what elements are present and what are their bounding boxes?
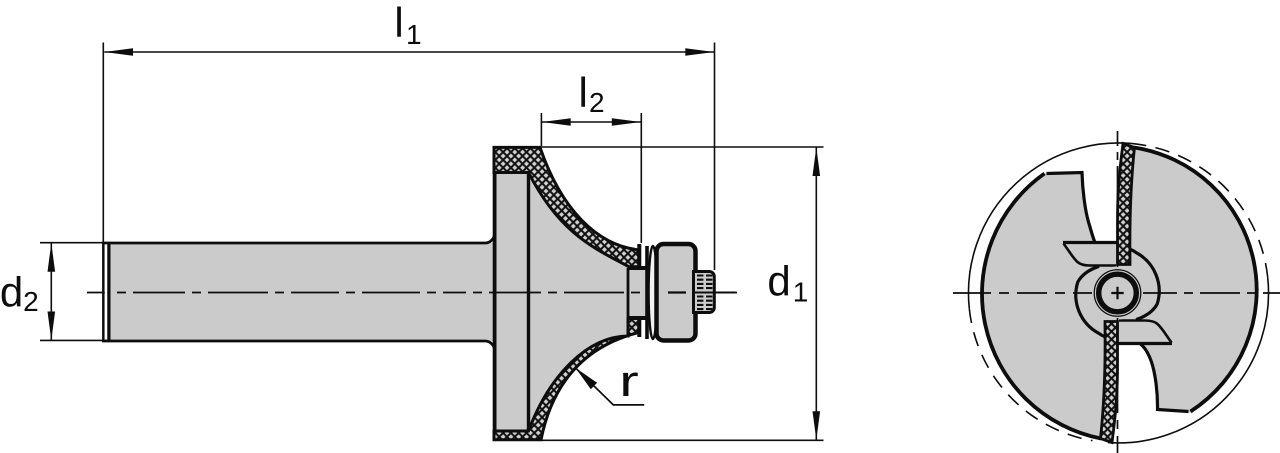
svg-text:2: 2 bbox=[23, 286, 39, 317]
svg-text:1: 1 bbox=[793, 277, 809, 308]
svg-text:r: r bbox=[619, 356, 638, 405]
svg-text:l: l bbox=[579, 69, 588, 116]
svg-text:d: d bbox=[767, 257, 790, 304]
svg-text:d: d bbox=[0, 269, 23, 316]
svg-text:1: 1 bbox=[406, 19, 422, 50]
svg-text:l: l bbox=[394, 0, 403, 46]
svg-text:2: 2 bbox=[589, 87, 605, 118]
